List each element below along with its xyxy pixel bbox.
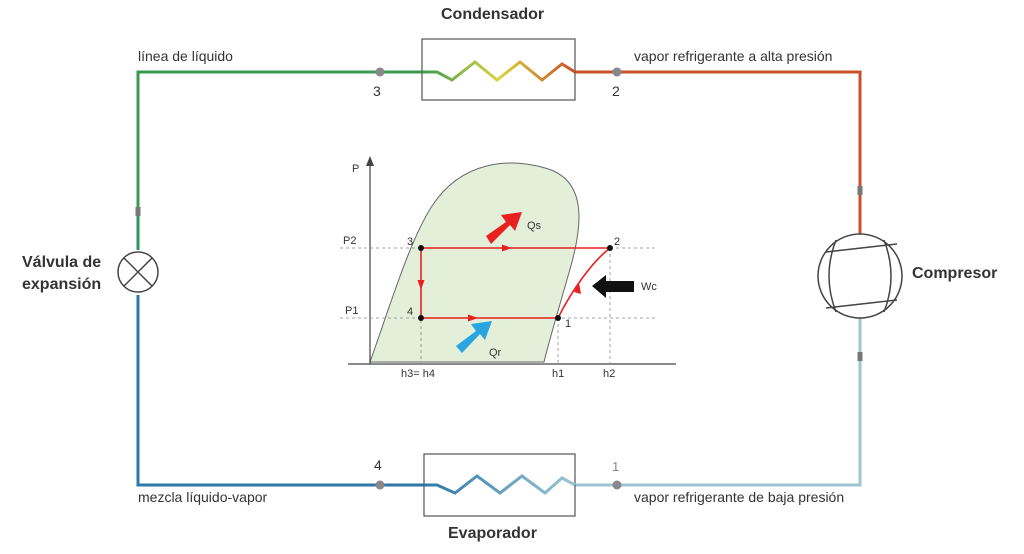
state-point-4-dot — [375, 480, 385, 490]
ph-state-2-label: 2 — [614, 236, 620, 248]
ph-h3h4-label: h3= h4 — [401, 368, 435, 380]
mixture-line-pipe — [136, 295, 424, 487]
low-pressure-pipe — [575, 318, 862, 487]
expansion-valve-label-line2: expansión — [22, 276, 102, 293]
ph-axis-p-label: P — [352, 163, 359, 175]
liquid-line-label: línea de líquido — [138, 48, 233, 64]
state-point-2-label: 2 — [612, 83, 620, 99]
compression-curve — [557, 247, 611, 319]
ph-state-1-label: 1 — [565, 318, 571, 330]
pipe-joint — [135, 207, 141, 216]
ph-wc-label: Wc — [641, 281, 657, 293]
evaporator-box — [423, 453, 576, 517]
ph-qs-label: Qs — [527, 220, 542, 232]
heat-rejected-arrow — [486, 212, 522, 244]
mixture-label: mezcla líquido-vapor — [138, 489, 268, 505]
expansion-valve-label-line1: Válvula de — [22, 254, 102, 271]
state-point-2-dot — [612, 67, 622, 77]
ph-p1-label: P1 — [345, 305, 358, 317]
expansion-valve-symbol — [117, 251, 159, 293]
state-point-1-label: 1 — [612, 459, 620, 474]
ph-p2-label: P2 — [343, 235, 356, 247]
saturation-dome — [369, 162, 580, 363]
pipe-joint — [857, 352, 863, 361]
pipe-joint — [857, 186, 863, 195]
ph-diagram: P P2 P1 3 2 4 1 h3= h4 h1 h2 Qs Qr Wc — [340, 156, 676, 380]
high-pressure-pipe — [575, 70, 862, 235]
ph-h1-label: h1 — [552, 368, 564, 380]
compressor-symbol — [817, 233, 903, 319]
low-pressure-vapor-label: vapor refrigerante de baja presión — [634, 489, 845, 505]
ph-state-3-label: 3 — [407, 236, 413, 248]
condenser-box — [421, 38, 576, 101]
evaporator-label: Evaporador — [448, 525, 537, 542]
high-pressure-vapor-label: vapor refrigerante a alta presión — [634, 48, 833, 64]
state-point-3-dot — [375, 67, 385, 77]
ph-state-4-label: 4 — [407, 306, 413, 318]
evaporator-coil — [424, 474, 576, 495]
ph-h2-label: h2 — [603, 368, 615, 380]
heat-absorbed-arrow — [456, 321, 492, 353]
work-input-arrow — [592, 275, 634, 298]
condenser-coil — [422, 60, 576, 82]
state-point-3-label: 3 — [373, 83, 381, 99]
compressor-label: Compresor — [912, 265, 998, 282]
condenser-label: Condensador — [441, 6, 545, 23]
state-point-4-label: 4 — [374, 457, 382, 473]
ph-qr-label: Qr — [489, 347, 502, 359]
liquid-line-pipe — [136, 70, 422, 230]
state-point-1-dot — [612, 480, 622, 490]
